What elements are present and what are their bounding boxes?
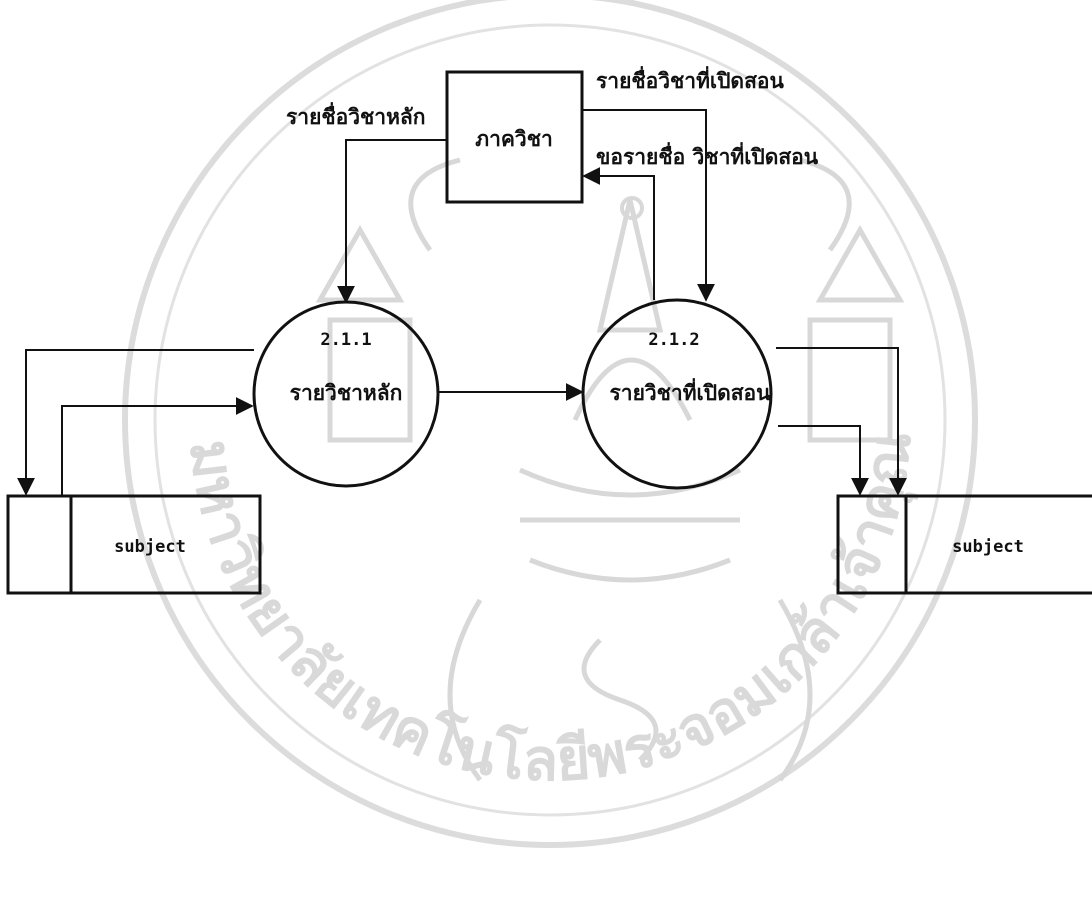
flow-arrow-from-left-store xyxy=(61,397,254,496)
process-label: รายวิชาหลัก xyxy=(290,381,403,405)
flow-label-open-list: รายชื่อวิชาที่เปิดสอน xyxy=(596,65,784,93)
process-id: 2.1.2 xyxy=(648,330,699,350)
flow-arrow-to-right-store-1 xyxy=(776,347,907,496)
process-2-1-2: 2.1.2 รายวิชาที่เปิดสอน xyxy=(581,298,773,490)
process-id: 2.1.1 xyxy=(320,330,371,350)
entity-label: ภาควิชา xyxy=(475,127,553,151)
flow-arrow-open-list xyxy=(582,109,715,302)
data-store-subject-left: subject xyxy=(6,494,262,595)
process-2-1-1: 2.1.1 รายวิชาหลัก xyxy=(252,300,440,488)
flow-arrow-core-list xyxy=(337,139,447,304)
flow-arrow-to-left-store xyxy=(17,349,254,496)
data-store-label: subject xyxy=(952,537,1024,557)
flow-arrow-to-right-store-2 xyxy=(778,425,869,496)
data-store-label: subject xyxy=(114,537,186,557)
external-entity-department: ภาควิชา xyxy=(445,70,584,204)
flow-label-request-open: ขอรายชื่อ วิชาที่เปิดสอน xyxy=(596,141,819,169)
flow-arrow-request-open xyxy=(582,167,655,300)
flow-label-core-list: รายชื่อวิชาหลัก xyxy=(286,101,426,129)
process-label: รายวิชาที่เปิดสอน xyxy=(610,377,772,405)
data-store-subject-right: subject xyxy=(836,494,1092,595)
